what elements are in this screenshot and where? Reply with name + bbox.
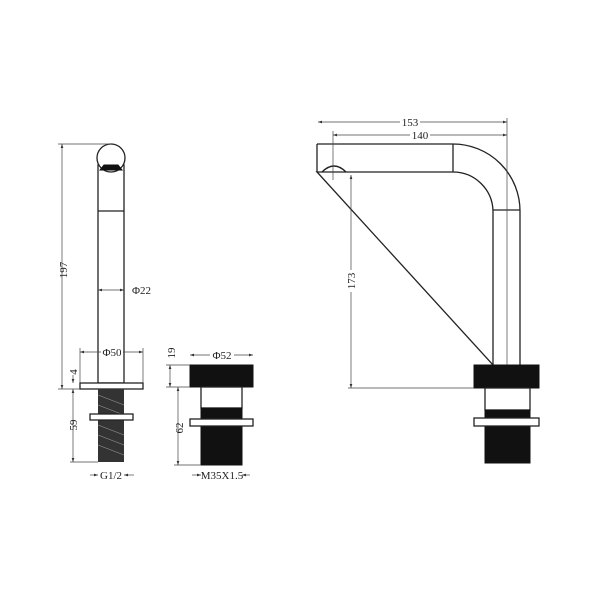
front-base-plate [79,382,144,390]
handle-shank [200,407,243,466]
side-collar [473,364,540,389]
side-spout [315,143,521,367]
handle-collar [189,364,254,388]
dim-shank-length: 62 [174,423,186,434]
handle-view: Φ52 19 62 M35X1.5 [166,347,254,482]
side-view: 153 140 173 [315,115,540,464]
dim-spout-height: 173 [346,272,358,289]
side-washer [473,417,540,427]
dim-tube-diameter: Φ22 [132,285,151,297]
front-washer [89,413,134,421]
dim-base-diameter: Φ50 [102,347,122,359]
dim-collar-diameter: Φ52 [212,350,231,362]
dim-thread-length: 59 [68,419,80,431]
dim-base-thickness: 4 [68,369,80,375]
dim-overall-reach: 153 [402,117,419,129]
dim-thread-size: G1/2 [100,470,122,482]
dim-collar-height: 19 [166,347,178,359]
front-view: 197 Φ22 Φ50 4 59 G1/2 [58,143,151,482]
dim-197: 197 [58,261,70,278]
aerator [321,165,347,173]
dim-shank-thread: M35X1.5 [201,470,244,482]
handle-washer [189,418,254,427]
dim-spout-reach: 140 [412,130,429,142]
